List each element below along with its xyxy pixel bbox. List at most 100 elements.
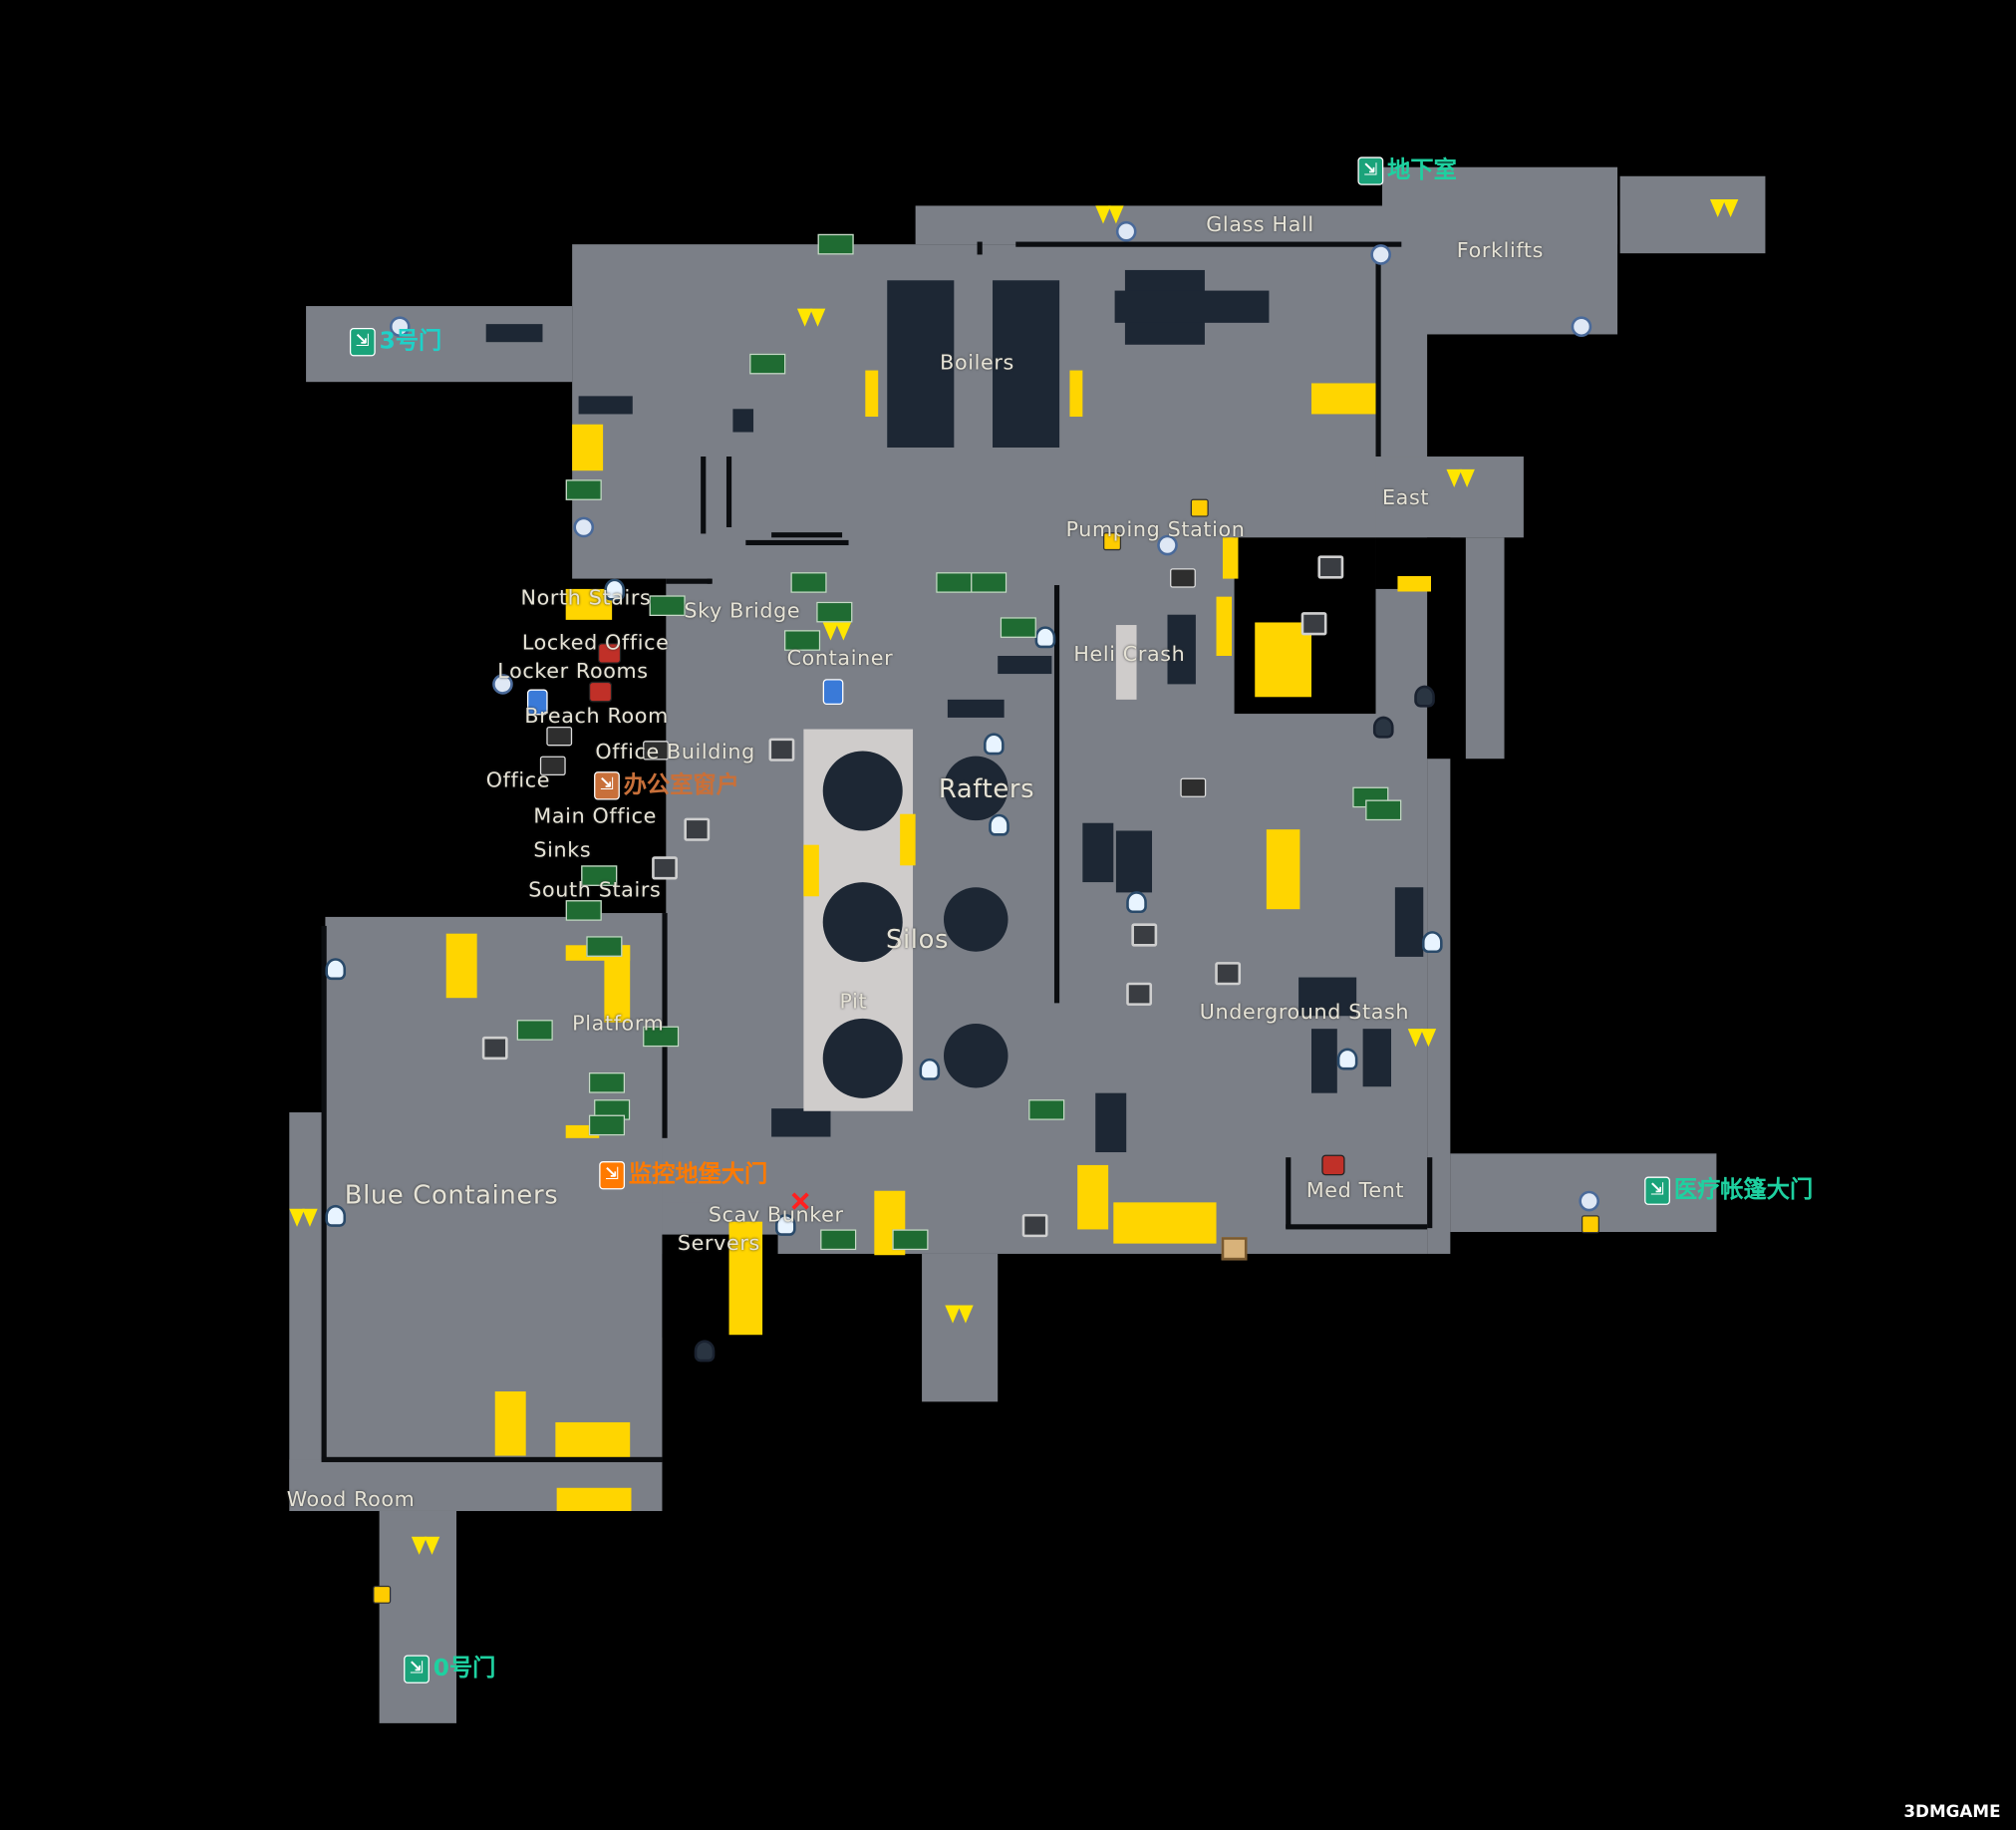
jacket-loot-icon[interactable] <box>526 689 548 716</box>
area-label-south-stairs: South Stairs <box>528 876 662 902</box>
compass-marker-icon[interactable] <box>1571 316 1592 338</box>
locked-door-icon[interactable] <box>1102 532 1122 551</box>
compass-marker-icon[interactable] <box>1157 534 1178 556</box>
pmc-spawn-arrow-icon[interactable] <box>289 1208 318 1230</box>
pmc-spawn-arrow-icon[interactable] <box>1446 468 1475 490</box>
pmc-spawn-arrow-icon[interactable] <box>822 622 852 643</box>
exit-office-window[interactable]: ⇲办公室窗户 <box>594 771 739 800</box>
exit-bunker-gate[interactable]: ⇲监控地堡大门 <box>599 1161 767 1190</box>
obstacle <box>993 280 1060 448</box>
weapon-crate-icon[interactable] <box>588 1072 626 1093</box>
briefcase-loot-icon[interactable] <box>643 741 669 761</box>
weapon-crate-icon[interactable] <box>936 572 973 593</box>
briefcase-loot-icon[interactable] <box>539 756 566 775</box>
compass-marker-icon[interactable] <box>1579 1190 1600 1212</box>
highlight-zone <box>555 1421 631 1459</box>
exit-basement[interactable]: ⇲地下室 <box>1357 156 1457 185</box>
weapon-crate-icon[interactable] <box>749 353 786 375</box>
weapon-crate-icon[interactable] <box>588 1114 626 1136</box>
obstacle <box>1114 290 1270 323</box>
safe-container-icon[interactable] <box>1215 962 1242 986</box>
locked-door-icon[interactable] <box>1190 498 1209 517</box>
scav-spawn-skull-icon[interactable] <box>1126 891 1147 914</box>
floor-area <box>289 1112 326 1492</box>
area-label-forklifts: Forklifts <box>1456 237 1545 263</box>
compass-marker-icon[interactable] <box>573 516 595 538</box>
pmc-spawn-arrow-icon[interactable] <box>945 1305 974 1327</box>
locked-door-icon[interactable] <box>373 1585 392 1604</box>
scav-spawn-skull-icon[interactable] <box>919 1058 941 1080</box>
pmc-spawn-arrow-icon[interactable] <box>1709 198 1739 220</box>
obstacle <box>887 280 955 448</box>
weapon-crate-icon[interactable] <box>1028 1099 1065 1120</box>
weapon-crate-icon[interactable] <box>816 601 853 623</box>
safe-container-icon[interactable] <box>768 738 795 762</box>
weapon-crate-icon[interactable] <box>784 630 821 651</box>
obstacle <box>1298 977 1357 1017</box>
boss-spawn-skull-icon[interactable] <box>1414 685 1435 708</box>
exit-label: 3号门 <box>379 328 442 356</box>
exit-gate-3[interactable]: ⇲3号门 <box>349 328 442 357</box>
scav-spawn-skull-icon[interactable] <box>774 1213 796 1236</box>
scav-spawn-skull-icon[interactable] <box>604 578 626 601</box>
weapon-crate-icon[interactable] <box>1000 617 1036 638</box>
area-label-locked-office: Locked Office <box>521 630 670 655</box>
locked-door-icon[interactable] <box>1581 1215 1600 1234</box>
safe-container-icon[interactable] <box>1021 1213 1048 1238</box>
compass-marker-icon[interactable] <box>389 316 411 338</box>
weapon-crate-icon[interactable] <box>649 595 686 617</box>
scav-spawn-skull-icon[interactable] <box>325 1204 347 1227</box>
jacket-loot-icon[interactable] <box>822 679 844 706</box>
compass-marker-icon[interactable] <box>492 674 513 695</box>
compass-marker-icon[interactable] <box>1370 244 1391 265</box>
scav-spawn-skull-icon[interactable] <box>1034 626 1056 649</box>
weapon-crate-icon[interactable] <box>892 1229 929 1251</box>
loot-crate-icon[interactable] <box>1221 1237 1248 1261</box>
medbag-loot-icon[interactable] <box>588 681 613 703</box>
weapon-crate-icon[interactable] <box>790 572 827 593</box>
weapon-crate-icon[interactable] <box>1365 799 1402 821</box>
weapon-crate-icon[interactable] <box>643 1026 680 1048</box>
safe-container-icon[interactable] <box>684 817 711 841</box>
medbag-loot-icon[interactable] <box>597 643 622 664</box>
safe-container-icon[interactable] <box>652 856 678 880</box>
weapon-crate-icon[interactable] <box>971 572 1008 593</box>
scav-spawn-skull-icon[interactable] <box>325 958 347 981</box>
pmc-spawn-arrow-icon[interactable] <box>1095 205 1124 226</box>
wall <box>666 578 712 584</box>
compass-marker-icon[interactable] <box>1115 220 1137 242</box>
briefcase-loot-icon[interactable] <box>546 726 573 747</box>
weapon-crate-icon[interactable] <box>581 865 618 886</box>
scav-spawn-skull-icon[interactable] <box>1336 1048 1358 1070</box>
medbag-loot-icon[interactable] <box>1321 1154 1345 1176</box>
exit-med-tent-gate[interactable]: ⇲医疗帐篷大门 <box>1644 1176 1813 1205</box>
area-label-sinks: Sinks <box>533 836 592 862</box>
briefcase-loot-icon[interactable] <box>1180 777 1207 797</box>
weapon-crate-icon[interactable] <box>565 479 602 500</box>
pmc-spawn-arrow-icon[interactable] <box>411 1536 440 1558</box>
exit-gate-0[interactable]: ⇲0号门 <box>404 1655 495 1683</box>
weapon-crate-icon[interactable] <box>817 233 854 255</box>
safe-container-icon[interactable] <box>1317 555 1344 579</box>
weapon-crate-icon[interactable] <box>516 1020 553 1041</box>
safe-container-icon[interactable] <box>1131 923 1158 947</box>
boss-spawn-skull-icon[interactable] <box>694 1340 716 1363</box>
pmc-spawn-arrow-icon[interactable] <box>796 308 826 330</box>
weapon-crate-icon[interactable] <box>565 900 602 921</box>
scav-spawn-skull-icon[interactable] <box>1421 931 1443 954</box>
exit-running-man-icon: ⇲ <box>599 1161 626 1190</box>
scav-spawn-skull-icon[interactable] <box>984 733 1005 756</box>
safe-container-icon[interactable] <box>481 1036 508 1061</box>
briefcase-loot-icon[interactable] <box>1170 568 1196 588</box>
pmc-spawn-arrow-icon[interactable] <box>1407 1029 1437 1050</box>
obstacle <box>485 324 543 343</box>
scav-spawn-skull-icon[interactable] <box>989 813 1009 836</box>
weapon-crate-icon[interactable] <box>820 1229 857 1251</box>
boss-spawn-skull-icon[interactable] <box>1372 716 1394 739</box>
safe-container-icon[interactable] <box>1126 982 1153 1006</box>
obstacle <box>1394 887 1424 957</box>
area-label-underground-stash: Underground Stash <box>1199 999 1410 1024</box>
weapon-crate-icon[interactable] <box>586 936 623 957</box>
safe-container-icon[interactable] <box>1300 612 1327 636</box>
